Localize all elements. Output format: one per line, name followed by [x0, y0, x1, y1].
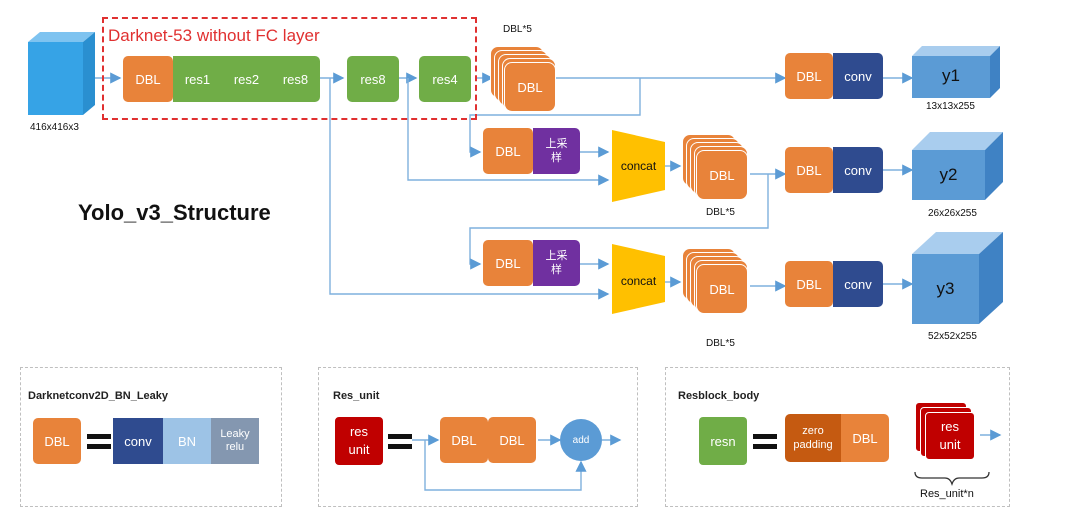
legend-resunit-equals [388, 434, 412, 449]
output-y2-shape: 26x26x255 [928, 208, 977, 219]
backbone-label: Darknet-53 without FC layer [108, 26, 320, 45]
legend-dbl-conv: conv [113, 418, 163, 464]
row2-dbl: DBL [483, 128, 533, 174]
legend-resunit-title: Res_unit [333, 390, 380, 402]
output-y3-shape: 52x52x255 [928, 331, 977, 342]
legend-dbl-frame [20, 367, 282, 507]
backbone-res4: res4 [419, 56, 471, 102]
dbl5-stack-top: DBL [490, 46, 560, 114]
legend-resblock-lhs: resn [699, 417, 747, 465]
output-y2-name: y2 [939, 165, 958, 184]
backbone-res8-first: res8 [271, 56, 320, 102]
head3-dbl: DBL [785, 261, 833, 307]
row2-upsample: 上采 样 [533, 128, 580, 174]
dbl5-row3-text: DBL [696, 264, 748, 314]
head1-dbl: DBL [785, 53, 833, 99]
head2-conv: conv [833, 147, 883, 193]
head1-conv: conv [833, 53, 883, 99]
legend-resunit-dbl2: DBL [488, 417, 536, 463]
legend-dbl-equals [87, 434, 111, 449]
head2-dbl: DBL [785, 147, 833, 193]
input-label: 416x416x3 [30, 122, 79, 133]
row3-concat-label: concat [620, 274, 657, 288]
backbone-res8-second: res8 [347, 56, 399, 102]
legend-resunit-dbl1: DBL [440, 417, 488, 463]
legend-resblock-title: Resblock_body [678, 390, 760, 402]
dbl5-label-row3: DBL*5 [706, 338, 735, 349]
legend-resblock-stack: res unit [915, 402, 985, 470]
legend-resunit-lhs: res unit [335, 417, 383, 465]
legend-resunit-frame [318, 367, 638, 507]
dbl5-row2-text: DBL [696, 150, 748, 200]
backbone-res1: res1 [173, 56, 222, 102]
output-y1-name: y1 [942, 66, 960, 85]
backbone-frame [102, 17, 477, 120]
row3-upsample: 上采 样 [533, 240, 580, 286]
legend-resblock-zeropad: zero padding [785, 414, 841, 462]
backbone-dbl: DBL [123, 56, 173, 102]
dbl5-stack-row3: DBL [682, 248, 752, 316]
head3-conv: conv [833, 261, 883, 307]
dbl5-top-text: DBL [504, 62, 556, 112]
row2-concat-label: concat [620, 159, 657, 173]
output-y1-shape: 13x13x255 [926, 101, 975, 112]
dbl5-label-row2: DBL*5 [706, 207, 735, 218]
output-y3-name: y3 [936, 279, 955, 298]
row3-dbl: DBL [483, 240, 533, 286]
legend-resblock-frame [665, 367, 1010, 507]
legend-resblock-stack-text: res unit [925, 412, 975, 460]
legend-resblock-equals [753, 434, 777, 449]
legend-resblock-dbl: DBL [841, 414, 889, 462]
legend-dbl-leaky: Leaky relu [211, 418, 259, 464]
legend-dbl-title: Darknetconv2D_BN_Leaky [28, 390, 169, 402]
legend-resblock-stack-label: Res_unit*n [920, 488, 974, 500]
legend-dbl-bn: BN [163, 418, 211, 464]
backbone-res2: res2 [222, 56, 271, 102]
legend-dbl-lhs: DBL [33, 418, 81, 464]
diagram-title: Yolo_v3_Structure [78, 200, 271, 225]
dbl5-stack-row2: DBL [682, 134, 752, 202]
legend-resunit-add: add [560, 419, 602, 461]
dbl5-label-top: DBL*5 [503, 24, 532, 35]
